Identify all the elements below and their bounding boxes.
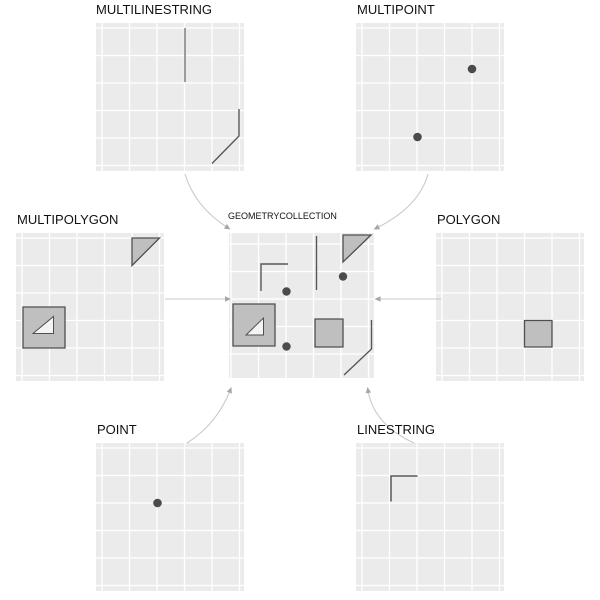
panel-title-polygon: POLYGON (437, 212, 501, 227)
arrowhead-multipolygon-to-geometrycollection (225, 296, 231, 302)
geometry-point (153, 498, 162, 508)
geometry-point (282, 287, 291, 296)
arrowhead-point-to-geometrycollection (226, 387, 232, 394)
panel-title-linestring: LINESTRING (357, 422, 436, 437)
geometry-polygon (523, 319, 553, 348)
geometry-point (413, 132, 422, 142)
geometry-line (343, 320, 373, 376)
geometry-polygon (131, 237, 162, 268)
panel-title-point: POINT (97, 422, 137, 437)
panel-multipoint-bg (356, 23, 504, 171)
geometry-line (260, 263, 288, 291)
arrow-multipoint-to-geometrycollection (375, 173, 429, 229)
arrowhead-multilinestring-to-geometrycollection (223, 224, 231, 230)
panel-polygon-bg (436, 233, 584, 381)
panel-title-multipolygon: MULTIPOLYGON (17, 212, 119, 227)
arrow-linestring-to-geometrycollection (367, 389, 415, 444)
arrow-multilinestring-to-geometrycollection (184, 173, 229, 229)
geometry-polygon-hole (31, 315, 54, 334)
arrowhead-multipoint-to-geometrycollection (373, 224, 381, 230)
panel-title-multipoint: MULTIPOINT (357, 2, 435, 17)
geometry-line (211, 109, 240, 164)
geometry-point (282, 342, 291, 351)
geometry-point (338, 272, 348, 281)
geometry-line (390, 475, 418, 502)
geometry-polygon (232, 303, 276, 347)
arrowhead-linestring-to-geometrycollection (365, 387, 372, 394)
geometry-point (467, 64, 477, 74)
arrow-point-to-geometrycollection (186, 389, 231, 444)
panel-linestring-bg (356, 443, 504, 591)
panel-title-geometrycollection: GEOMETRYCOLLECTION (228, 211, 337, 221)
geometry-polygon-hole (244, 316, 264, 336)
geometry-polygon (342, 234, 373, 264)
geometry-polygon (314, 318, 344, 348)
arrowhead-polygon-to-geometrycollection (374, 296, 381, 302)
panel-title-multilinestring: MULTILINESTRING (96, 2, 213, 17)
panel-point-bg (96, 443, 244, 591)
panel-multilinestring-bg (96, 23, 244, 171)
